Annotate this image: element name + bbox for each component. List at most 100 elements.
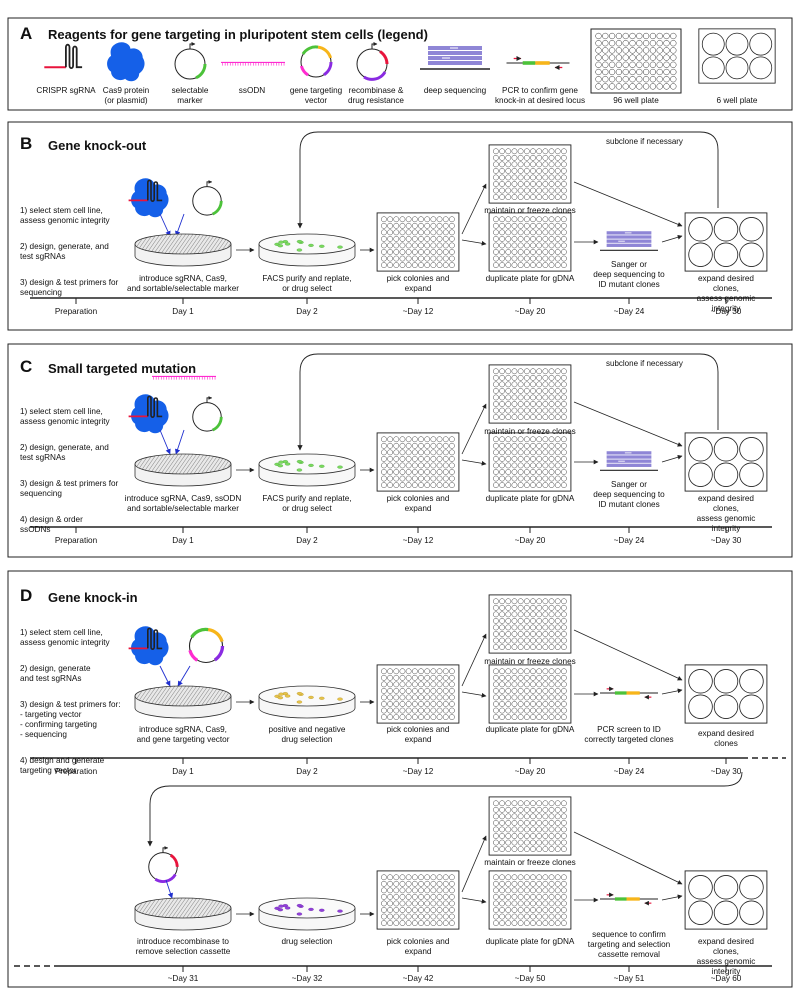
96-well-plate-gdna <box>488 664 572 724</box>
panel-c-frame <box>7 343 793 558</box>
tick-label: ~Day 12 <box>402 767 434 776</box>
stage-facs: FACS purify and replate, or drug select <box>262 494 352 513</box>
maintain-label: maintain or freeze clones <box>484 427 576 436</box>
gene-targeting-vector-icon <box>187 627 225 665</box>
tick-label: ~Day 20 <box>514 767 546 776</box>
cas9-protein-icon <box>131 626 169 666</box>
stage-pick: pick colonies and expand <box>386 725 450 744</box>
legend-label-cas9: Cas9 protein (or plasmid) <box>102 86 150 105</box>
legend-label-sgrna: CRISPR sgRNA <box>36 86 96 95</box>
tick-label: ~Day 51 <box>613 974 645 983</box>
step-2: 2) design, generate, and test sgRNAs <box>20 443 109 462</box>
6-well-plate <box>684 432 768 492</box>
stage-duplicate: duplicate plate for gDNA <box>485 937 575 946</box>
recombinase-plasmid-icon <box>149 848 178 882</box>
96-well-plate <box>376 870 460 930</box>
stage-pick: pick colonies and expand <box>386 494 450 513</box>
tick-label: Day 2 <box>296 767 318 776</box>
step-2: 2) design, generate, and test sgRNAs <box>20 242 109 261</box>
legend-label-ssodn: ssODN <box>238 86 266 95</box>
96-well-plate-gdna <box>488 432 572 492</box>
tick-label: ~Day 30 <box>710 767 742 776</box>
step-2: 2) design, generate and test sgRNAs <box>20 664 91 683</box>
maintain-label: maintain or freeze clones <box>484 657 576 666</box>
recombinase-plasmid-icon <box>357 44 387 79</box>
panel-d-letter: D <box>20 586 33 605</box>
tick-label: ~Day 24 <box>613 536 645 545</box>
tick-label: Day 2 <box>296 536 318 545</box>
6-well-plate-icon <box>698 28 776 84</box>
tick-label: Day 1 <box>172 536 194 545</box>
96-well-plate-maintain <box>488 364 572 424</box>
culture-dish-sorted <box>258 453 356 487</box>
tick-label: ~Day 12 <box>402 536 434 545</box>
sgrna-icon <box>43 43 84 70</box>
preparation-steps: 1) select stem cell line, assess genomic… <box>20 618 130 792</box>
preparation-steps: 1) select stem cell line, assess genomic… <box>20 196 130 314</box>
selectable-marker-icon <box>193 398 222 431</box>
stage-duplicate: duplicate plate for gDNA <box>485 494 575 503</box>
step-1: 1) select stem cell line, assess genomic… <box>20 206 110 225</box>
6-well-plate <box>684 664 768 724</box>
96-well-plate <box>376 432 460 492</box>
panel-a-letter: A <box>20 24 33 43</box>
tick-label: ~Day 20 <box>514 307 546 316</box>
pcr-icon <box>600 689 658 697</box>
96-well-plate <box>376 212 460 272</box>
legend-label-targeting-vector: gene targeting vector <box>289 86 343 105</box>
stage-expand: expand desired clones, assess genomic in… <box>696 274 756 313</box>
stage-expand: expand desired clones, assess genomic in… <box>696 494 756 533</box>
ssodn-icon <box>220 61 286 67</box>
stage-pick: pick colonies and expand <box>386 274 450 293</box>
gene-targeting-vector-icon <box>299 45 333 79</box>
stage-expand: expand desired clones, assess genomic in… <box>696 937 756 976</box>
stage-sequence-confirm: sequence to confirm targeting and select… <box>587 930 671 959</box>
maintain-label: maintain or freeze clones <box>484 206 576 215</box>
tick-label: Preparation <box>54 536 98 545</box>
legend-label-6-well: 6 well plate <box>716 96 758 105</box>
tick-label: ~Day 20 <box>514 536 546 545</box>
tick-label: Day 2 <box>296 307 318 316</box>
stage-pick: pick colonies and expand <box>386 937 450 956</box>
tick-label: ~Day 31 <box>167 974 199 983</box>
panel-b-graphics <box>30 131 772 304</box>
panel-c-title: Small targeted mutation <box>48 361 197 376</box>
cas9-protein-icon <box>131 178 169 218</box>
culture-dish <box>134 233 232 267</box>
subclone-loop-arrow <box>297 353 719 451</box>
maintain-label: maintain or freeze clones <box>484 858 576 867</box>
selectable-marker-icon <box>175 44 205 79</box>
96-well-plate-gdna <box>488 212 572 272</box>
step-3: 3) design & test primers for: - targetin… <box>20 700 121 739</box>
panel-d-frame <box>7 570 793 988</box>
panel-c-graphics <box>30 353 772 533</box>
panel-a-title: Reagents for gene targeting in pluripote… <box>48 27 428 42</box>
continuation-arrow <box>147 771 743 847</box>
tick-label: Day 1 <box>172 767 194 776</box>
panel-c-letter: C <box>20 357 33 376</box>
step-4: 4) design and generate targeting vector <box>20 756 105 775</box>
stage-recombinase: introduce recombinase to remove selectio… <box>135 937 231 956</box>
pcr-icon <box>507 59 570 68</box>
step-3: 3) design & test primers for sequencing <box>20 278 119 297</box>
culture-dish-sorted <box>258 233 356 267</box>
96-well-plate-maintain <box>488 796 572 856</box>
deep-sequencing-icon <box>600 450 658 471</box>
96-well-plate-maintain <box>488 144 572 204</box>
6-well-plate <box>684 212 768 272</box>
tick-label: ~Day 32 <box>291 974 323 983</box>
subclone-note: subclone if necessary <box>606 359 683 368</box>
stage-facs: FACS purify and replate, or drug select <box>262 274 352 293</box>
panel-b-title: Gene knock-out <box>48 138 147 153</box>
legend-label-96-well: 96 well plate <box>613 96 659 105</box>
tick-label: Preparation <box>54 307 98 316</box>
step-1: 1) select stem cell line, assess genomic… <box>20 407 110 426</box>
tick-label: Day 1 <box>172 307 194 316</box>
6-well-plate <box>684 870 768 930</box>
tick-label: ~Day 12 <box>402 307 434 316</box>
culture-dish <box>134 685 232 719</box>
subclone-loop-arrow <box>297 131 719 229</box>
96-well-plate <box>376 664 460 724</box>
stage-duplicate: duplicate plate for gDNA <box>485 274 575 283</box>
